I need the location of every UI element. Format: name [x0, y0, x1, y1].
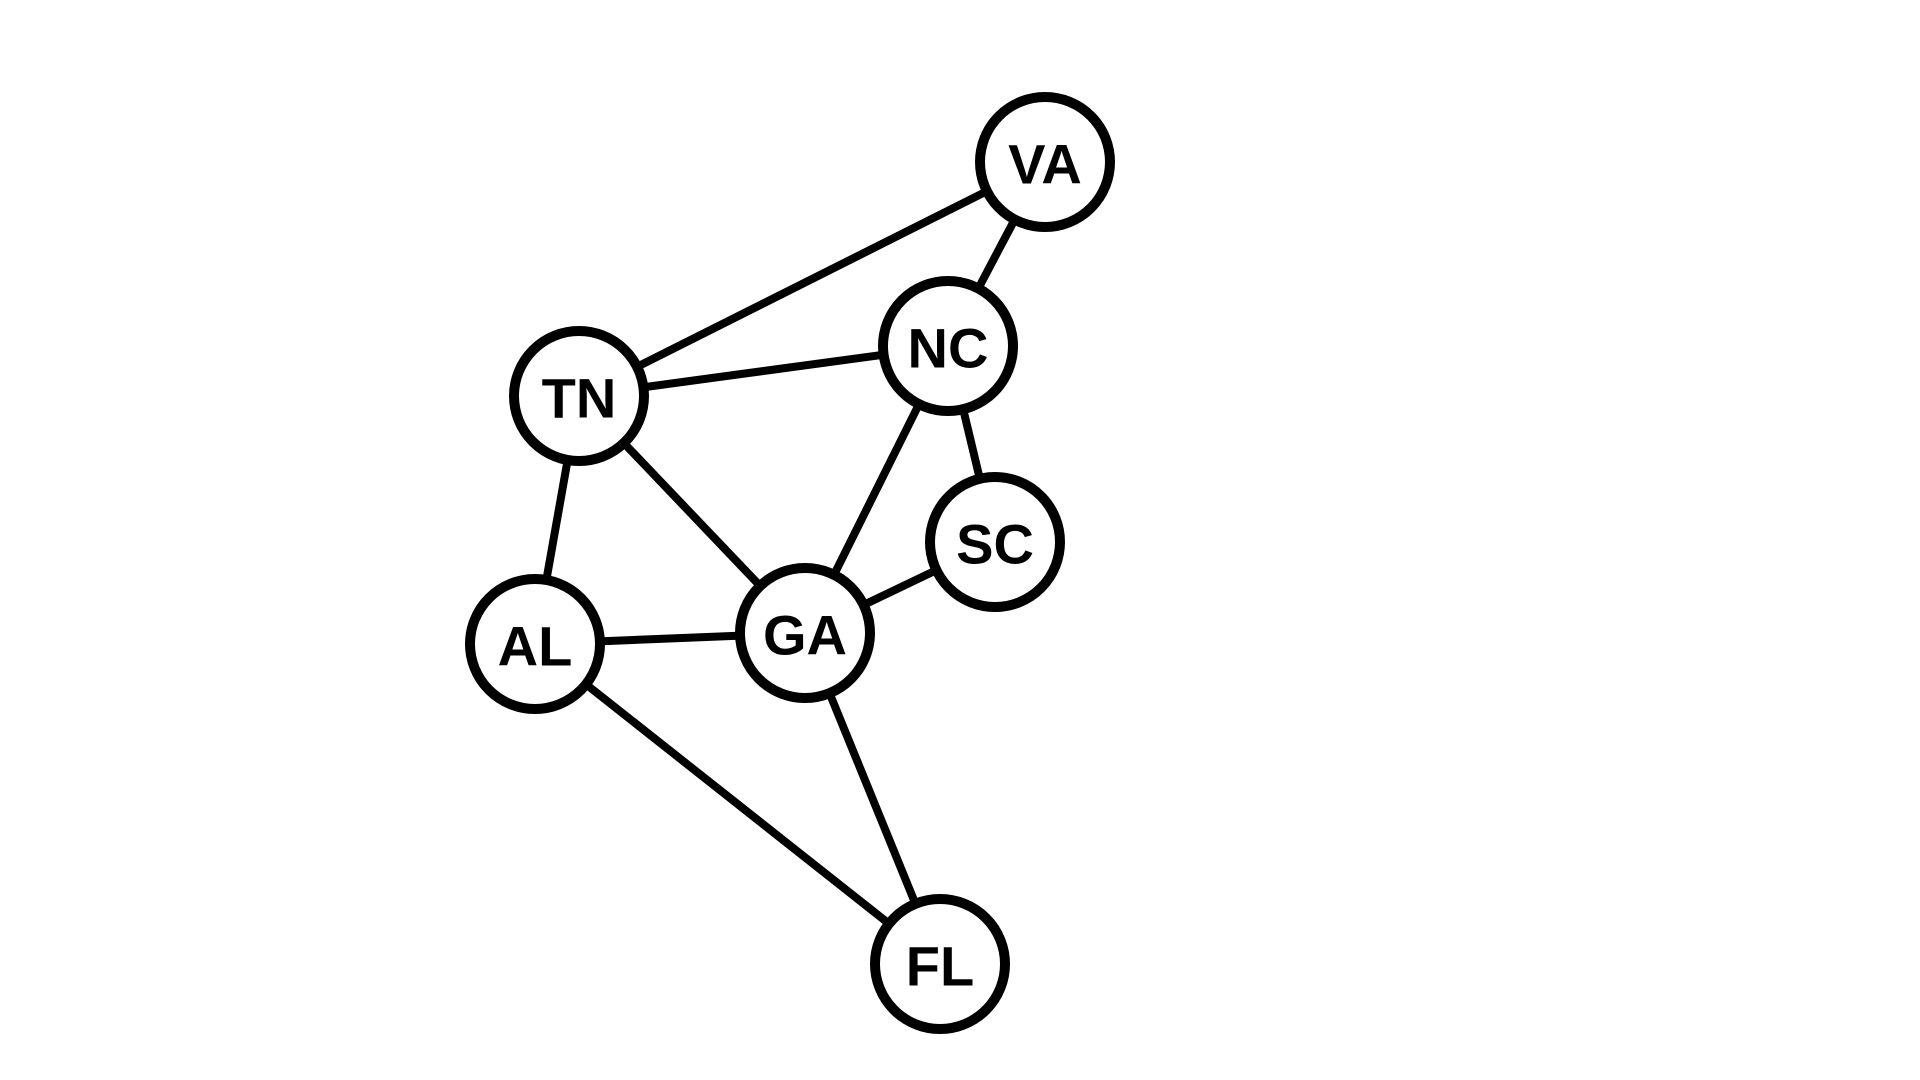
- node-circle: [878, 276, 1018, 416]
- node-label: NC: [908, 317, 989, 380]
- edge-al-fl: [531, 640, 944, 968]
- node-fl: FL: [870, 894, 1010, 1034]
- node-sc: SC: [925, 472, 1065, 612]
- node-label: SC: [956, 513, 1034, 576]
- node-circle: [509, 326, 649, 466]
- node-circle: [925, 472, 1065, 612]
- node-label: AL: [498, 615, 573, 678]
- node-circle: [975, 92, 1115, 232]
- node-label: FL: [906, 935, 974, 998]
- node-label: TN: [542, 367, 617, 430]
- node-circle: [870, 894, 1010, 1034]
- node-nc: NC: [878, 276, 1018, 416]
- node-tn: TN: [509, 326, 649, 466]
- node-label: GA: [763, 604, 847, 667]
- nodes-layer: VA NC TN SC AL GA FL: [465, 92, 1115, 1034]
- node-ga: GA: [735, 563, 875, 703]
- node-va: VA: [975, 92, 1115, 232]
- edge-va-tn: [575, 158, 1049, 400]
- node-circle: [735, 563, 875, 703]
- node-label: VA: [1008, 133, 1082, 196]
- node-circle: [465, 574, 605, 714]
- node-al: AL: [465, 574, 605, 714]
